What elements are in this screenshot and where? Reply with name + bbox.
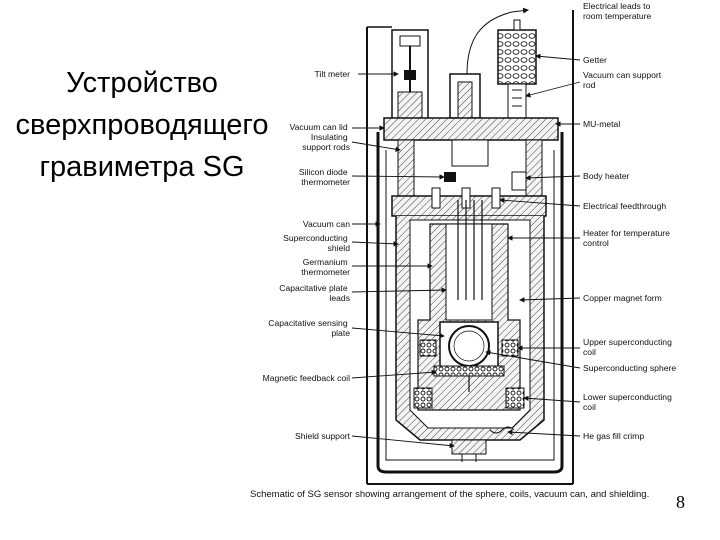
label-heater-for-temperature-control: Heater for temperature control — [583, 228, 672, 248]
label-vacuum-can: Vacuum can — [303, 219, 350, 229]
electrical-leads — [466, 7, 529, 75]
sphere-assembly — [439, 321, 499, 392]
label-mu-metal: MU-metal — [583, 119, 620, 129]
label-electrical-leads: Electrical leads to room temperature — [583, 1, 653, 21]
slide-title: Устройство сверхпроводящего гравиметра S… — [6, 62, 278, 188]
label-capacitative-sensing-plate: Capacitative sensing plate — [268, 318, 350, 338]
label-magnetic-feedback-coil: Magnetic feedback coil — [263, 373, 351, 383]
label-lower-superconducting-coil: Lower superconducting coil — [583, 392, 674, 412]
mu-metal-shield — [376, 132, 564, 474]
diagram-caption: Schematic of SG sensor showing arrangeme… — [250, 489, 649, 500]
label-electrical-feedthrough: Electrical feedthrough — [583, 201, 666, 211]
title-line-1: Устройство — [66, 67, 218, 99]
inner-liner — [385, 150, 555, 461]
lower-superconducting-coil — [413, 387, 525, 409]
vacuum-can-lid — [383, 117, 559, 201]
label-copper-magnet-form: Copper magnet form — [583, 293, 662, 303]
label-he-gas-fill-crimp: He gas fill crimp — [583, 431, 644, 441]
label-getter: Getter — [583, 55, 607, 65]
label-shield-support: Shield support — [295, 431, 351, 441]
label-vacuum-can-lid: Vacuum can lid Insulating support rods — [289, 122, 350, 152]
upper-superconducting-coil — [419, 339, 519, 357]
getter — [497, 19, 537, 123]
tilt-meter — [391, 29, 429, 129]
page-number: 8 — [676, 492, 685, 512]
label-germanium-thermometer: Germanium thermometer — [301, 257, 350, 277]
right-leader-lines — [485, 53, 581, 437]
feedback-coil — [433, 365, 505, 377]
title-line-2: сверхпроводящего — [15, 109, 269, 141]
label-silicon-diode-thermometer: Silicon diode thermometer — [299, 167, 350, 187]
label-capacitative-plate-leads: Capacitative plate leads — [279, 283, 350, 303]
label-tilt-meter: Tilt meter — [315, 69, 351, 79]
dewar-outer-wall — [366, 10, 574, 485]
label-superconducting-sphere: Superconducting sphere — [583, 363, 676, 373]
left-leader-lines — [351, 71, 455, 449]
central-rod — [449, 73, 481, 119]
label-vacuum-can-support-rod: Vacuum can support rod — [583, 70, 664, 90]
label-superconducting-shield: Superconducting shield — [283, 233, 350, 253]
title-line-3: гравиметра SG — [39, 151, 245, 183]
body-thermometers — [444, 171, 527, 191]
label-body-heater: Body heater — [583, 171, 629, 181]
label-upper-superconducting-coil: Upper superconducting coil — [583, 337, 674, 357]
